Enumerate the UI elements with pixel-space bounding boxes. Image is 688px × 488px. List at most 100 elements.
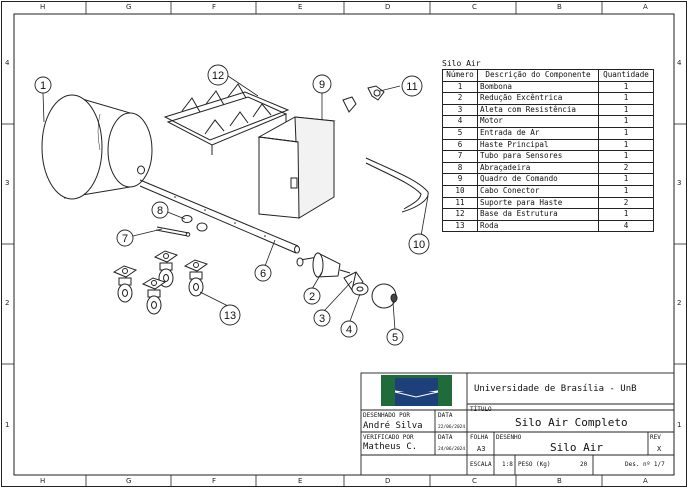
checked-by-label: VERIFICADO POR xyxy=(363,434,414,441)
drawing-label: DESENHO xyxy=(496,434,522,441)
balloon-10: 10 xyxy=(408,233,430,255)
drawn-by-name: André Silva xyxy=(363,421,423,431)
rev-label: REV xyxy=(650,434,661,441)
cell-numero: 6 xyxy=(442,138,478,152)
part-5-entrada xyxy=(371,283,398,309)
cell-numero: 12 xyxy=(442,208,478,221)
zone-bottom-g: G xyxy=(126,477,132,485)
zone-bottom-c: C xyxy=(472,477,477,485)
balloon-leaders xyxy=(42,75,429,331)
cell-descricao: Haste Principal xyxy=(477,138,599,152)
balloon-4: 4 xyxy=(340,320,358,338)
svg-text:10: 10 xyxy=(413,239,425,251)
bom-header-row: Número Descrição do Componente Quantidad… xyxy=(442,69,654,82)
caster-4 xyxy=(141,277,167,315)
svg-text:13: 13 xyxy=(224,310,236,322)
drawn-date: 22/06/2024 xyxy=(438,425,466,430)
bill-of-materials: Silo Air Número Descrição do Componente … xyxy=(442,58,654,233)
zone-right-1: 1 xyxy=(677,421,682,429)
svg-text:11: 11 xyxy=(406,81,417,93)
cell-descricao: Roda xyxy=(477,219,599,233)
part-10-cabo xyxy=(365,157,429,213)
zone-bottom-b: B xyxy=(557,477,562,485)
weight-value: 20 xyxy=(580,461,588,468)
svg-text:1: 1 xyxy=(40,80,46,92)
caster-1 xyxy=(112,265,138,303)
zone-top-c: C xyxy=(472,3,477,11)
title-label: TÍTULO xyxy=(470,406,492,413)
scale-label: ESCALA xyxy=(470,461,492,468)
svg-text:9: 9 xyxy=(319,79,325,91)
balloon-5: 5 xyxy=(386,328,404,346)
scale-value: 1:8 xyxy=(502,461,513,468)
zone-bottom-d: D xyxy=(385,477,391,485)
part-8-abracadeira xyxy=(181,215,208,232)
zone-right-2: 2 xyxy=(677,299,682,307)
unb-logo xyxy=(381,375,452,407)
sheet-size: A3 xyxy=(477,445,486,453)
zone-left-1: 1 xyxy=(5,421,10,429)
rev-value: X xyxy=(657,445,662,453)
svg-text:8: 8 xyxy=(157,205,163,217)
drawing-name: Silo Air xyxy=(550,441,603,454)
part-4-motor xyxy=(351,282,369,296)
part-2-reducao xyxy=(296,252,351,278)
sheet-label: FOLHA xyxy=(470,434,489,441)
drawing-title: Silo Air Completo xyxy=(515,416,628,429)
svg-text:6: 6 xyxy=(260,268,266,280)
cell-quantidade: 2 xyxy=(598,161,654,175)
part-13-rodas xyxy=(112,250,209,315)
svg-text:7: 7 xyxy=(122,233,128,245)
zone-right-4: 4 xyxy=(677,59,682,67)
zone-top-g: G xyxy=(126,3,132,11)
balloon-11: 11 xyxy=(401,75,423,97)
cell-quantidade: 1 xyxy=(598,138,654,152)
part-1-bombona xyxy=(41,94,153,200)
drawn-date-label: DATA xyxy=(438,412,453,419)
zone-top-e: E xyxy=(298,3,303,11)
cell-quantidade: 4 xyxy=(598,219,654,233)
checked-by-name: Matheus C. xyxy=(363,442,418,452)
balloon-3: 3 xyxy=(313,309,331,327)
balloon-12: 12 xyxy=(207,64,229,86)
zone-bottom-e: E xyxy=(298,477,303,485)
balloon-8: 8 xyxy=(151,201,169,219)
zone-bottom-a: A xyxy=(643,477,648,485)
zone-left-2: 2 xyxy=(5,299,10,307)
svg-text:4: 4 xyxy=(346,324,352,336)
weight-label: PESO (Kg) xyxy=(518,461,551,468)
zone-top-d: D xyxy=(385,3,391,11)
cell-quantidade: 1 xyxy=(598,150,654,163)
svg-text:12: 12 xyxy=(212,70,224,82)
cell-descricao: Abraçadeira xyxy=(477,161,599,175)
cell-quantidade: 1 xyxy=(598,126,654,140)
balloon-9: 9 xyxy=(312,74,332,94)
checked-date: 24/06/2024 xyxy=(438,447,466,452)
cell-descricao: Quadro de Comando xyxy=(477,173,599,186)
zone-top-a: A xyxy=(643,3,648,11)
zone-top-b: B xyxy=(557,3,562,11)
zone-top-f: F xyxy=(212,3,217,11)
cell-quantidade: 1 xyxy=(598,173,654,186)
zone-bottom-h: H xyxy=(40,477,46,485)
zone-left-4: 4 xyxy=(5,59,10,67)
part-12-base xyxy=(163,83,290,155)
svg-text:5: 5 xyxy=(392,332,398,344)
cell-quantidade: 1 xyxy=(598,184,654,198)
institution-name: Universidade de Brasília - UnB xyxy=(474,384,637,394)
bom-table: Número Descrição do Componente Quantidad… xyxy=(442,69,654,233)
part-6-haste xyxy=(139,179,300,254)
balloon-6: 6 xyxy=(254,264,272,282)
